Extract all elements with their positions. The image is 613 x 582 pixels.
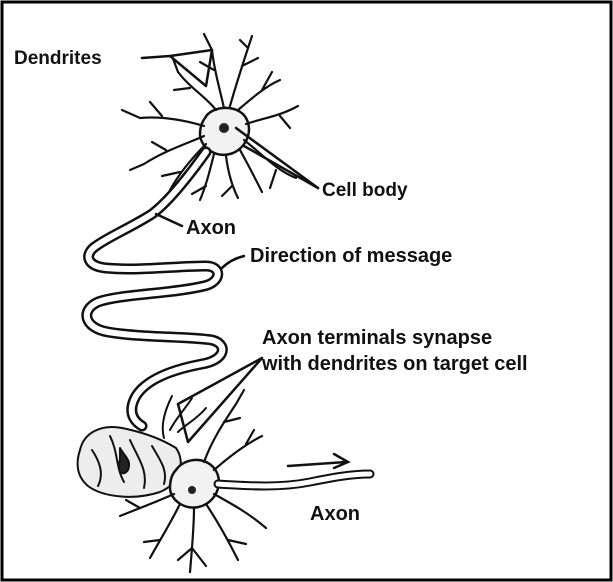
cell-body-leader <box>236 128 318 188</box>
cell-body-leader-2 <box>244 146 318 188</box>
axon-leader <box>156 214 182 226</box>
label-terminals-line1: Axon terminals synapse <box>262 327 492 349</box>
direction-leader <box>222 256 244 268</box>
bottom-cell-body <box>170 460 219 508</box>
bottom-nucleus <box>188 486 196 494</box>
bottom-neuron <box>78 390 370 572</box>
label-direction: Direction of message <box>250 245 452 267</box>
label-terminals-line2: with dendrites on target cell <box>261 353 528 375</box>
direction-arrow-head <box>334 454 348 468</box>
top-nucleus <box>219 123 229 133</box>
label-axon-top: Axon <box>186 217 236 239</box>
label-dendrites: Dendrites <box>14 48 102 69</box>
label-cell-body: Cell body <box>322 180 408 201</box>
label-axon-bottom: Axon <box>310 503 360 525</box>
